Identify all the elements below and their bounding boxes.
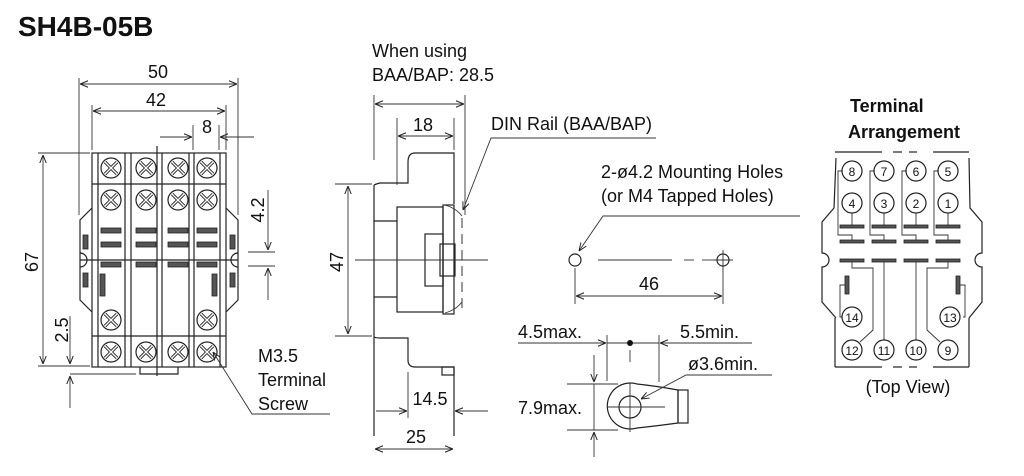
terminal-screw-icon xyxy=(100,189,122,211)
terminal-screw-icon xyxy=(167,189,189,211)
contact-slot xyxy=(167,261,189,268)
arrangement-heading-line1: Terminal xyxy=(850,96,924,116)
dim-crimp-hole: ø3.6min. xyxy=(688,354,758,374)
arrangement-heading-line2: Arrangement xyxy=(848,122,960,142)
model-title: SH4B-05B xyxy=(18,11,153,42)
dim-width-outer: 50 xyxy=(148,62,168,82)
dim-crimp-right: 5.5min. xyxy=(680,322,739,342)
terminal-screw-icon xyxy=(167,341,189,363)
contact-slot xyxy=(99,273,106,297)
terminal-number: 12 xyxy=(845,344,859,358)
contact-slot xyxy=(167,227,189,234)
side-note-line2: BAA/BAP: 28.5 xyxy=(372,65,494,85)
dim-height: 67 xyxy=(22,252,42,272)
terminal-number: 9 xyxy=(945,344,952,358)
terminal-13: 13 xyxy=(939,306,961,328)
terminal-12: 12 xyxy=(841,339,863,361)
terminal-screw-icon xyxy=(135,157,157,179)
crimp-terminal: 4.5max. 5.5min. ø3.6min. 7.9max. xyxy=(518,322,772,457)
terminal-number: 11 xyxy=(878,344,891,358)
terminal-number: 2 xyxy=(913,197,920,211)
terminal-screw-icon xyxy=(196,341,218,363)
dim-pitch: 8 xyxy=(202,117,212,137)
terminal-4: 4 xyxy=(841,192,863,214)
contact-slot xyxy=(100,261,122,268)
terminal-screw-icon xyxy=(100,309,122,331)
terminal-number: 6 xyxy=(913,165,920,179)
dim-hole-spacing: 46 xyxy=(639,274,659,294)
terminal-number: 8 xyxy=(849,165,856,179)
terminal-11: 11 xyxy=(873,339,895,361)
mounting-holes: 2-ø4.2 Mounting Holes (or M4 Tapped Hole… xyxy=(568,162,800,304)
dim-side-top: 18 xyxy=(413,115,433,135)
terminal-screw-icon xyxy=(167,157,189,179)
contact-slot xyxy=(135,227,157,234)
top-view-label: (Top View) xyxy=(866,377,951,397)
terminal-number: 4 xyxy=(849,197,856,211)
dim-center-gap: 4.2 xyxy=(248,197,268,222)
terminal-number: 3 xyxy=(881,197,888,211)
terminal-2: 2 xyxy=(905,192,927,214)
contact-slot xyxy=(196,227,218,234)
dim-bottom-offset: 2.5 xyxy=(52,317,72,342)
contact-slot xyxy=(167,241,189,248)
terminal-screw-icon xyxy=(100,341,122,363)
contact-slot xyxy=(196,241,218,248)
terminal-screw-icon xyxy=(196,189,218,211)
din-rail-label: DIN Rail (BAA/BAP) xyxy=(491,114,652,134)
mounting-label-line1: 2-ø4.2 Mounting Holes xyxy=(601,162,783,182)
dim-crimp-left: 4.5max. xyxy=(518,322,582,342)
contact-slot xyxy=(135,261,157,268)
contact-slot xyxy=(100,227,122,234)
dim-side-height: 47 xyxy=(327,252,347,272)
terminal-arrangement: Terminal Arrangement 8 4 7 3 6 2 5 1 14 13 12 11 10 9… xyxy=(821,96,983,397)
terminal-9: 9 xyxy=(937,339,959,361)
side-view: When using BAA/BAP: 28.5 18 DIN Rail (BA… xyxy=(327,41,656,449)
screw-label-line2: Terminal xyxy=(258,370,326,390)
terminal-number: 14 xyxy=(845,311,859,325)
dim-side-bottom-inner: 14.5 xyxy=(412,389,447,409)
dim-crimp-height: 7.9max. xyxy=(518,398,582,418)
terminal-5: 5 xyxy=(937,160,959,182)
mounting-hole-left xyxy=(568,253,582,267)
terminal-14: 14 xyxy=(841,306,863,328)
terminal-6: 6 xyxy=(905,160,927,182)
front-view: 50 42 8 xyxy=(22,62,330,415)
side-note-line1: When using xyxy=(372,41,467,61)
contact-slot xyxy=(135,241,157,248)
terminal-10: 10 xyxy=(905,339,927,361)
terminal-screw-icon xyxy=(196,157,218,179)
contact-slot xyxy=(211,273,218,297)
terminal-number: 13 xyxy=(943,311,957,325)
terminal-screw-icon xyxy=(135,341,157,363)
contact-slot xyxy=(100,241,122,248)
terminal-number: 10 xyxy=(909,344,923,358)
contact-slot xyxy=(196,261,218,268)
terminal-screw-icon xyxy=(100,157,122,179)
dim-side-bottom-outer: 25 xyxy=(406,427,426,447)
terminal-number: 5 xyxy=(945,165,952,179)
screw-label-line3: Screw xyxy=(258,394,309,414)
terminal-number: 7 xyxy=(881,165,888,179)
terminal-1: 1 xyxy=(937,192,959,214)
dim-width-inner: 42 xyxy=(146,90,166,110)
mounting-label-line2: (or M4 Tapped Holes) xyxy=(601,186,774,206)
terminal-3: 3 xyxy=(873,192,895,214)
terminal-8: 8 xyxy=(841,160,863,182)
terminal-screw-icon xyxy=(135,189,157,211)
terminal-number: 1 xyxy=(945,197,952,211)
terminal-screw-icon xyxy=(196,309,218,331)
terminal-7: 7 xyxy=(873,160,895,182)
screw-label-line1: M3.5 xyxy=(258,346,298,366)
